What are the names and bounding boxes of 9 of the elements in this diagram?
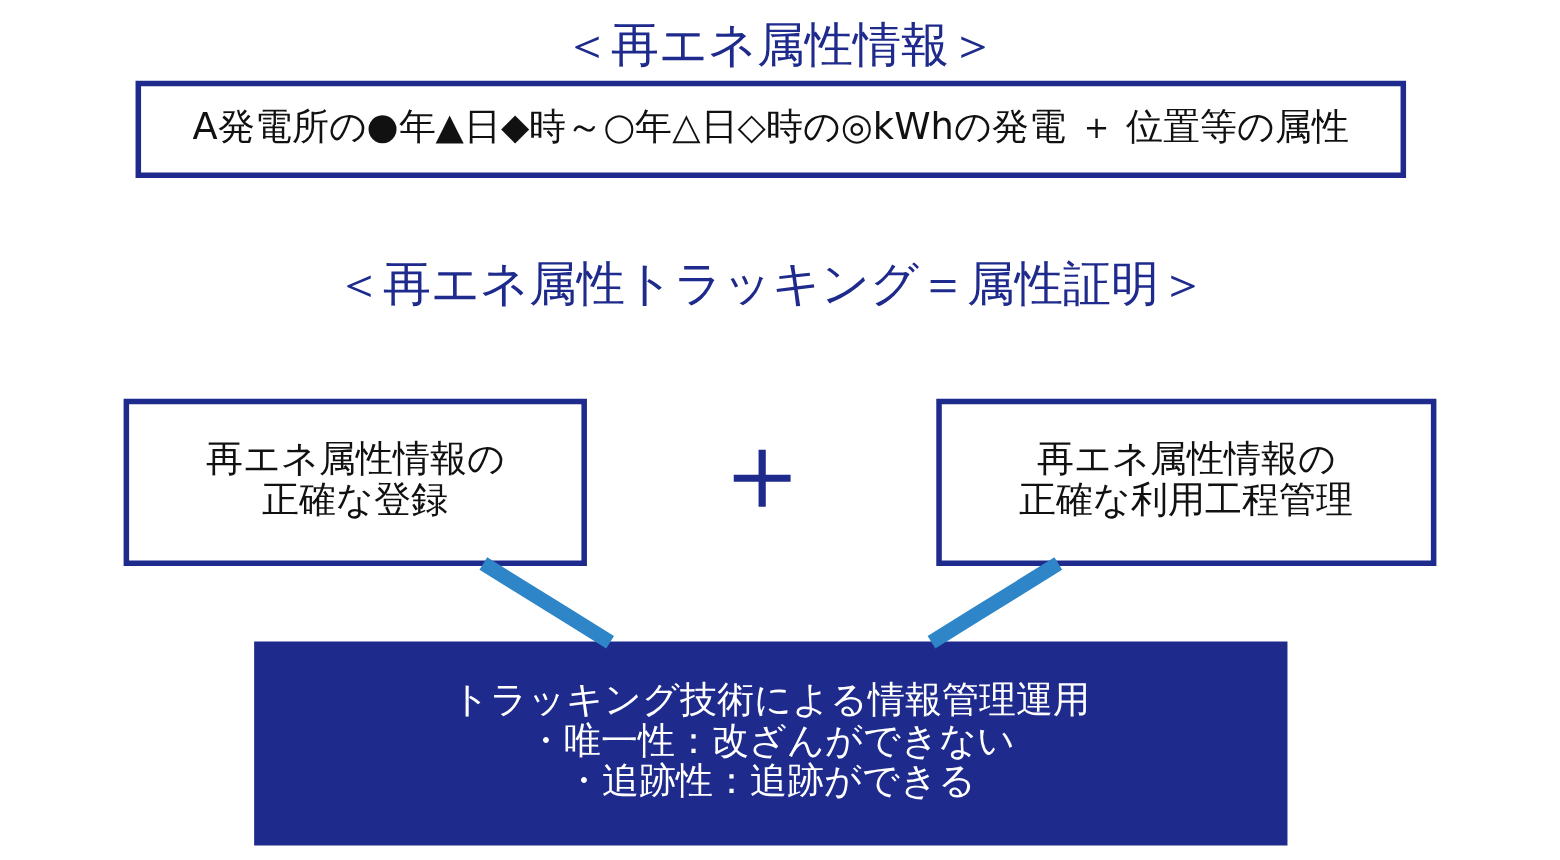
diagram-title: ＜再エネ属性情報＞ bbox=[563, 16, 997, 72]
connector bbox=[927, 557, 1063, 649]
node-box: 再エネ属性情報の正確な利用工程管理 bbox=[936, 398, 1437, 567]
node-box: A発電所の●年▲日◆時～○年△日◇時の◎kWhの発電 ＋ 位置等の属性 bbox=[135, 80, 1407, 179]
label: ＋ bbox=[706, 407, 817, 536]
label: ＜再エネ属性トラッキング＝属性証明＞ bbox=[334, 256, 1207, 312]
node-box: 再エネ属性情報の正確な登録 bbox=[123, 398, 587, 567]
node-box: トラッキング技術による情報管理運用 ・唯一性：改ざんができない ・追跡性：追跡ができる bbox=[254, 641, 1288, 846]
connector bbox=[479, 557, 614, 649]
